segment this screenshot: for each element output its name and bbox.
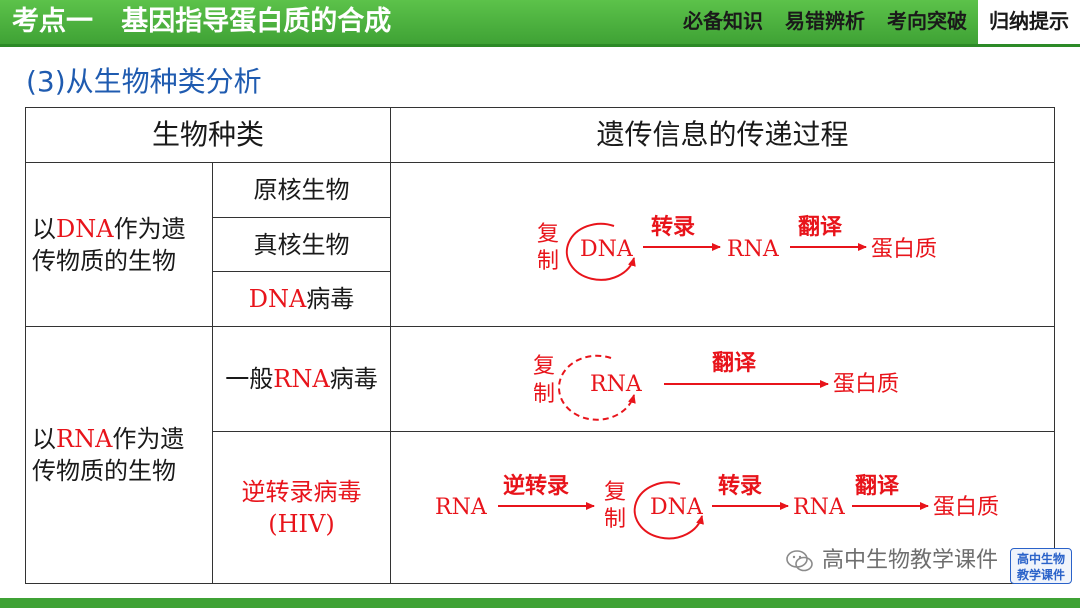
retrovirus-label: 逆转录病毒 <box>241 477 362 506</box>
rna-flow-protein: 蛋白质 <box>833 372 899 397</box>
dna-flow-rna: RNA <box>727 237 780 262</box>
col-header-organism-type-text: 生物种类 <box>151 118 264 151</box>
header-bar: 考点一 基因指导蛋白质的合成 必备知识 易错辨析 考向突破 归纳提示 <box>0 0 1080 44</box>
retro-flow-replication-char1: 复 <box>604 480 626 505</box>
retro-flow-protein: 蛋白质 <box>933 495 999 520</box>
rna-group-label-post: 作为遗 <box>112 425 185 453</box>
general-rna-virus-key: RNA <box>273 365 330 393</box>
rna-group-label-pre: 以 <box>32 425 56 453</box>
dna-flow-replication-char1: 复 <box>537 222 559 247</box>
rna-group-label-line2: 传物质的生物 <box>32 457 176 485</box>
dna-virus-key: DNA <box>248 285 307 313</box>
dna-flow-transcription-label: 转录 <box>651 214 695 240</box>
retro-flow-dna: DNA <box>650 495 704 520</box>
retro-flow-rna: RNA <box>793 495 846 520</box>
retrovirus-flow: RNA 逆转录 复 制 DNA 转录 RNA 翻译 蛋白质 <box>435 473 999 540</box>
tab-error-analysis[interactable]: 易错辨析 <box>785 9 865 33</box>
tab-essential-knowledge[interactable]: 必备知识 <box>683 9 763 33</box>
info-flow-table: 生物种类 遗传信息的传递过程 以DNA作为遗 传物质的生物 原核生物 真核生物 … <box>25 107 1055 584</box>
retrovirus-hiv: (HIV) <box>268 509 335 538</box>
rna-replication-loop-arrow <box>558 354 636 421</box>
row-general-rna-virus: 一般RNA病毒 <box>212 326 391 432</box>
row-retrovirus: 逆转录病毒 (HIV) <box>212 431 391 584</box>
dna-flow-translation-label: 翻译 <box>798 214 843 240</box>
dna-flow-protein: 蛋白质 <box>871 237 937 262</box>
retro-replication-loop-arrow <box>633 481 704 540</box>
general-rna-virus-post: 病毒 <box>329 365 378 393</box>
rna-flow-translation-label: 翻译 <box>712 350 757 376</box>
retrovirus-flow-cell <box>390 431 1055 584</box>
wechat-icon <box>786 550 813 572</box>
row-dna-virus: DNA病毒 <box>212 271 391 327</box>
dna-group-label-pre: 以 <box>32 214 56 243</box>
dna-replication-loop-arrow <box>565 222 636 281</box>
dna-group-label-line2: 传物质的生物 <box>32 246 176 275</box>
section-subtitle: (3)从生物种类分析 <box>26 65 262 98</box>
dna-flow-replication-char2: 制 <box>537 249 559 274</box>
retro-flow-replication-char2: 制 <box>604 507 626 532</box>
general-rna-flow: 复 制 RNA 翻译 蛋白质 <box>533 350 899 421</box>
dna-virus-post: 病毒 <box>306 285 355 313</box>
dna-group-label: 以DNA作为遗 传物质的生物 <box>25 162 213 327</box>
retro-flow-rna-start: RNA <box>435 495 488 520</box>
watermark-text: 高中生物教学课件 <box>822 548 999 573</box>
rna-flow-replication-char1: 复 <box>533 354 555 379</box>
header-divider <box>0 44 1080 47</box>
eukaryote-label: 真核生物 <box>253 230 350 259</box>
rna-flow-replication-char2: 制 <box>533 382 555 407</box>
course-logo: 高中生物 教学课件 <box>1010 548 1072 584</box>
col-header-info-flow-text: 遗传信息的传递过程 <box>596 118 849 151</box>
rna-group-label-key: RNA <box>56 425 113 453</box>
dna-group-label-key: DNA <box>56 214 114 243</box>
retro-flow-transcription-label: 转录 <box>718 473 762 499</box>
tab-summary-tips[interactable]: 归纳提示 <box>978 0 1080 44</box>
dna-group-label-post: 作为遗 <box>113 214 186 243</box>
slide-title: 考点一 基因指导蛋白质的合成 <box>12 6 392 37</box>
rna-flow-rna: RNA <box>590 372 643 397</box>
dna-flow-dna: DNA <box>580 237 634 262</box>
rna-group-label: 以RNA作为遗 传物质的生物 <box>25 326 213 584</box>
logo-line1: 高中生物 <box>1016 552 1065 566</box>
wechat-watermark: 高中生物教学课件 <box>786 546 998 576</box>
general-rna-virus-pre: 一般 <box>225 365 274 393</box>
tab-bar: 必备知识 易错辨析 考向突破 归纳提示 <box>672 0 1080 44</box>
logo-line2: 教学课件 <box>1016 568 1065 582</box>
row-prokaryote: 原核生物 <box>212 162 391 218</box>
retro-flow-reverse-transcription-label: 逆转录 <box>503 473 569 499</box>
tab-exam-breakthrough[interactable]: 考向突破 <box>887 9 967 33</box>
dna-flow: 复 制 DNA 转录 RNA 翻译 蛋白质 <box>537 214 937 281</box>
footer-bar <box>0 598 1080 608</box>
prokaryote-label: 原核生物 <box>253 176 350 204</box>
retro-flow-translation-label: 翻译 <box>855 473 900 499</box>
